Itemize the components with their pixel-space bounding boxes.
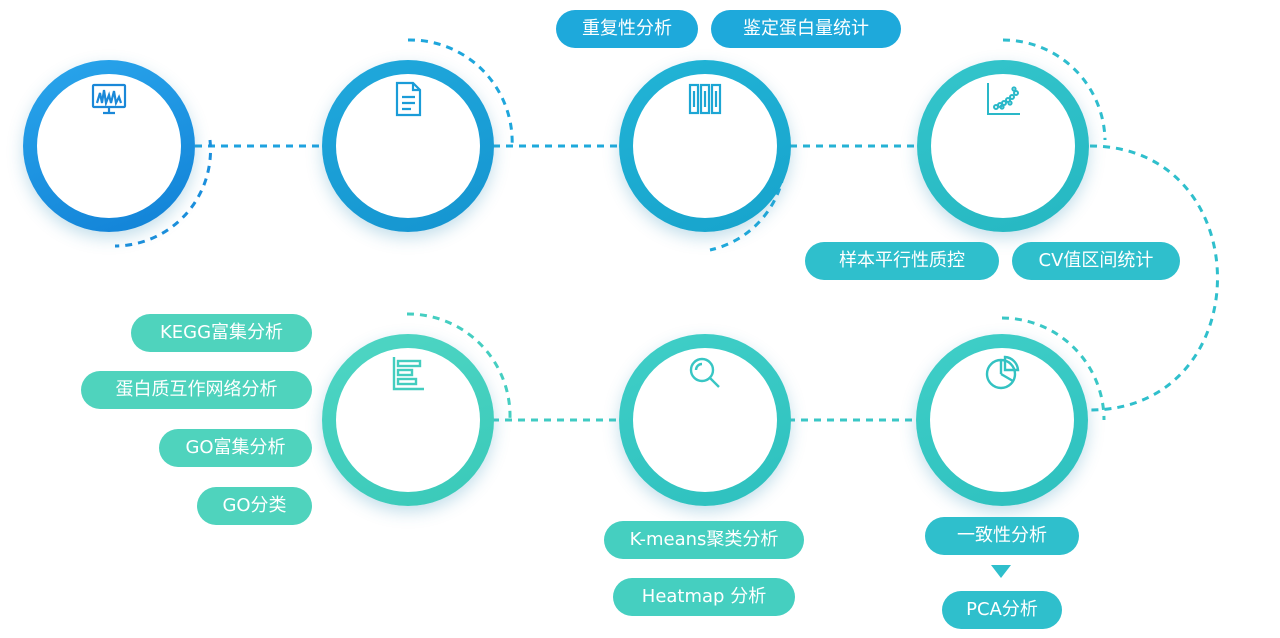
- node-raw-data-label: 质谱 原始数据: [69, 147, 149, 198]
- tag-identified-protein-stats: 鉴定蛋白量统计: [711, 10, 901, 48]
- node-diff-screen-label: 差异蛋白 筛选: [665, 421, 745, 472]
- node-function-icon-area: [322, 334, 494, 492]
- node-qual-quant-label: 定性定量 列表: [368, 147, 448, 198]
- node-diff-protein-function: 差异蛋白 功能分析: [322, 334, 494, 506]
- tag-sample-parallel-qc: 样本平行性质控: [805, 242, 999, 280]
- node-data-qc-label: 数据 质控分析: [963, 147, 1043, 198]
- pie-chart-icon: [985, 355, 1020, 390]
- node-diff-screen-icon-area: [619, 334, 791, 492]
- tag-pca-analysis: PCA分析: [942, 591, 1062, 629]
- magnifier-icon: [689, 357, 720, 388]
- node-visualization-label: 数据可视化: [952, 421, 1052, 445]
- tag-consistency-analysis: 一致性分析: [925, 517, 1079, 555]
- tag-go-classification: GO分类: [197, 487, 312, 525]
- node-protein-quant: 蛋白 定量分析: [619, 60, 791, 232]
- tag-cv-interval-stats: CV值区间统计: [1012, 242, 1180, 280]
- node-data-visualization: 数据可视化: [916, 334, 1088, 506]
- node-data-qc-icon-area: [917, 60, 1089, 218]
- bar-list-icon: [392, 357, 424, 391]
- column-bars-icon: [688, 83, 722, 115]
- node-visualization-icon-area: [916, 334, 1088, 492]
- tag-kmeans-clustering: K-means聚类分析: [604, 521, 804, 559]
- document-list-icon: [395, 81, 422, 117]
- node-data-qc: 数据 质控分析: [917, 60, 1089, 232]
- node-function-label: 差异蛋白 功能分析: [368, 421, 448, 472]
- tag-heatmap-analysis: Heatmap 分析: [613, 578, 795, 616]
- node-qual-quant-icon-area: [322, 60, 494, 218]
- spectrum-monitor-icon: [91, 83, 127, 115]
- tag-go-enrichment: GO富集分析: [159, 429, 312, 467]
- node-diff-protein-screen: 差异蛋白 筛选: [619, 334, 791, 506]
- node-raw-data-icon-area: [23, 60, 195, 218]
- node-raw-data: 质谱 原始数据: [23, 60, 195, 232]
- arrow-down-icon: [991, 565, 1011, 578]
- node-protein-quant-label: 蛋白 定量分析: [665, 147, 745, 198]
- tag-repeatability: 重复性分析: [556, 10, 698, 48]
- scatter-plot-icon: [987, 83, 1020, 115]
- tag-kegg-enrichment: KEGG富集分析: [131, 314, 312, 352]
- tag-ppi-network: 蛋白质互作网络分析: [81, 371, 312, 409]
- node-protein-quant-icon-area: [619, 60, 791, 218]
- node-qual-quant-list: 定性定量 列表: [322, 60, 494, 232]
